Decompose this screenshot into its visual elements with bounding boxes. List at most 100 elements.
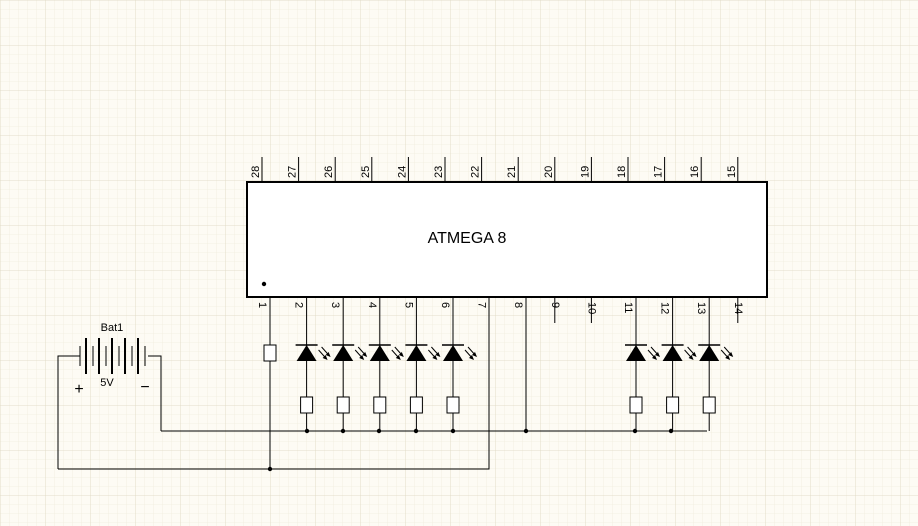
pin-number: 18 [616,166,628,178]
led-arrow-head [691,352,697,357]
led-arrow-head [688,355,694,360]
pin-number: 19 [579,166,591,178]
top-pin-15[interactable]: 15 [726,157,739,182]
led-diode-icon[interactable] [369,345,390,361]
led-arrow-head [359,355,365,360]
pin-number: 13 [695,302,707,314]
pin-number: 9 [549,302,561,308]
top-pin-26[interactable]: 26 [323,157,336,182]
led-arrow-head [469,355,474,360]
bottom-pin-13[interactable]: 13 [695,302,707,314]
bottom-pin-12[interactable]: 12 [659,302,671,314]
top-pin-16[interactable]: 16 [689,157,702,182]
bottom-pin-9[interactable]: 9 [549,297,561,323]
battery[interactable] [79,338,146,374]
top-pin-19[interactable]: 19 [579,157,592,182]
led-arrow-head [395,355,401,360]
led-arrow-head [325,352,331,357]
led-diode-icon[interactable] [406,345,427,361]
resistor[interactable] [300,396,314,414]
pin-number: 2 [293,302,305,308]
led-channel-pin-13 [698,297,734,431]
battery-voltage: 5V [100,377,114,389]
battery-minus-sign: − [140,379,149,396]
led-diode-icon[interactable] [296,345,317,361]
bottom-pin-10[interactable]: 10 [585,297,597,323]
bottom-pin-6[interactable]: 6 [439,302,451,308]
pin-number: 12 [659,302,671,314]
junctions [267,428,674,472]
led-channel-pin-3 [332,297,368,431]
top-pin-20[interactable]: 20 [543,157,556,182]
led-arrow-head [362,352,368,357]
pin-number: 23 [433,166,445,178]
pin-number: 4 [366,302,378,308]
top-pins: 28 27 26 25 24 23 22 21 20 19 18 17 16 15 [250,157,739,182]
top-pin-23[interactable]: 23 [433,157,446,182]
led-arrow-head [728,352,734,357]
bottom-pin-1[interactable]: 1 [256,302,268,308]
resistor[interactable] [702,396,716,414]
bottom-pin-8[interactable]: 8 [512,302,524,308]
pin-number: 10 [585,302,597,314]
led-channel-pin-12 [661,297,697,431]
pin-number: 1 [256,302,268,308]
top-pin-18[interactable]: 18 [616,157,629,182]
pin-number: 17 [653,166,665,178]
bottom-pin-7[interactable]: 7 [476,302,488,308]
led-diode-icon[interactable] [333,345,354,361]
battery-plus-sign: + [74,381,83,398]
pin1-marker [261,281,267,287]
resistor[interactable] [373,396,387,414]
chip-body[interactable] [246,181,768,298]
chip-label: ATMEGA 8 [428,230,507,247]
resistor[interactable] [446,396,460,414]
pin-number: 15 [726,166,738,178]
pin-number: 27 [287,166,299,178]
bottom-pin-3[interactable]: 3 [329,302,341,308]
pin-number: 11 [622,302,634,313]
bottom-pin-11[interactable]: 11 [622,302,634,313]
bottom-pin-14[interactable]: 14 [732,297,744,323]
pin-number: 25 [360,166,372,178]
led-arrow-head [398,352,404,357]
led-diode-icon[interactable] [662,345,683,361]
resistor[interactable] [666,396,680,414]
top-pin-22[interactable]: 22 [470,157,483,182]
led-arrow-head [725,355,731,360]
pin-number: 14 [732,302,744,314]
led-arrow-head [435,352,441,357]
top-pin-28[interactable]: 28 [250,157,263,182]
bottom-pin-5[interactable]: 5 [402,302,414,308]
top-pin-25[interactable]: 25 [360,157,373,182]
led-channels [295,297,734,431]
top-pin-17[interactable]: 17 [653,157,666,182]
top-pin-27[interactable]: 27 [287,157,300,182]
led-diode-icon[interactable] [699,345,720,361]
led-diode-icon[interactable] [443,345,463,361]
led-channel-pin-4 [368,297,404,431]
led-channel-pin-11 [625,297,660,431]
pin-number: 8 [512,302,524,308]
pin-number: 22 [470,166,482,178]
pin-number: 6 [439,302,451,308]
resistor[interactable] [336,396,350,414]
pin-number: 21 [506,166,518,178]
resistor-pin1[interactable] [263,344,277,362]
resistor[interactable] [629,396,643,414]
pin-number: 3 [329,302,341,308]
top-pin-21[interactable]: 21 [506,157,519,182]
pin-number: 16 [689,166,701,178]
led-diode-icon[interactable] [626,345,646,361]
bottom-pin-2[interactable]: 2 [293,302,305,308]
bottom-pin-4[interactable]: 4 [366,302,378,308]
led-arrow-head [655,352,660,357]
resistor[interactable] [409,396,423,414]
pin-number: 26 [323,166,335,178]
top-pin-24[interactable]: 24 [396,157,409,182]
led-arrow-head [322,355,328,360]
led-arrow-head [652,355,657,360]
